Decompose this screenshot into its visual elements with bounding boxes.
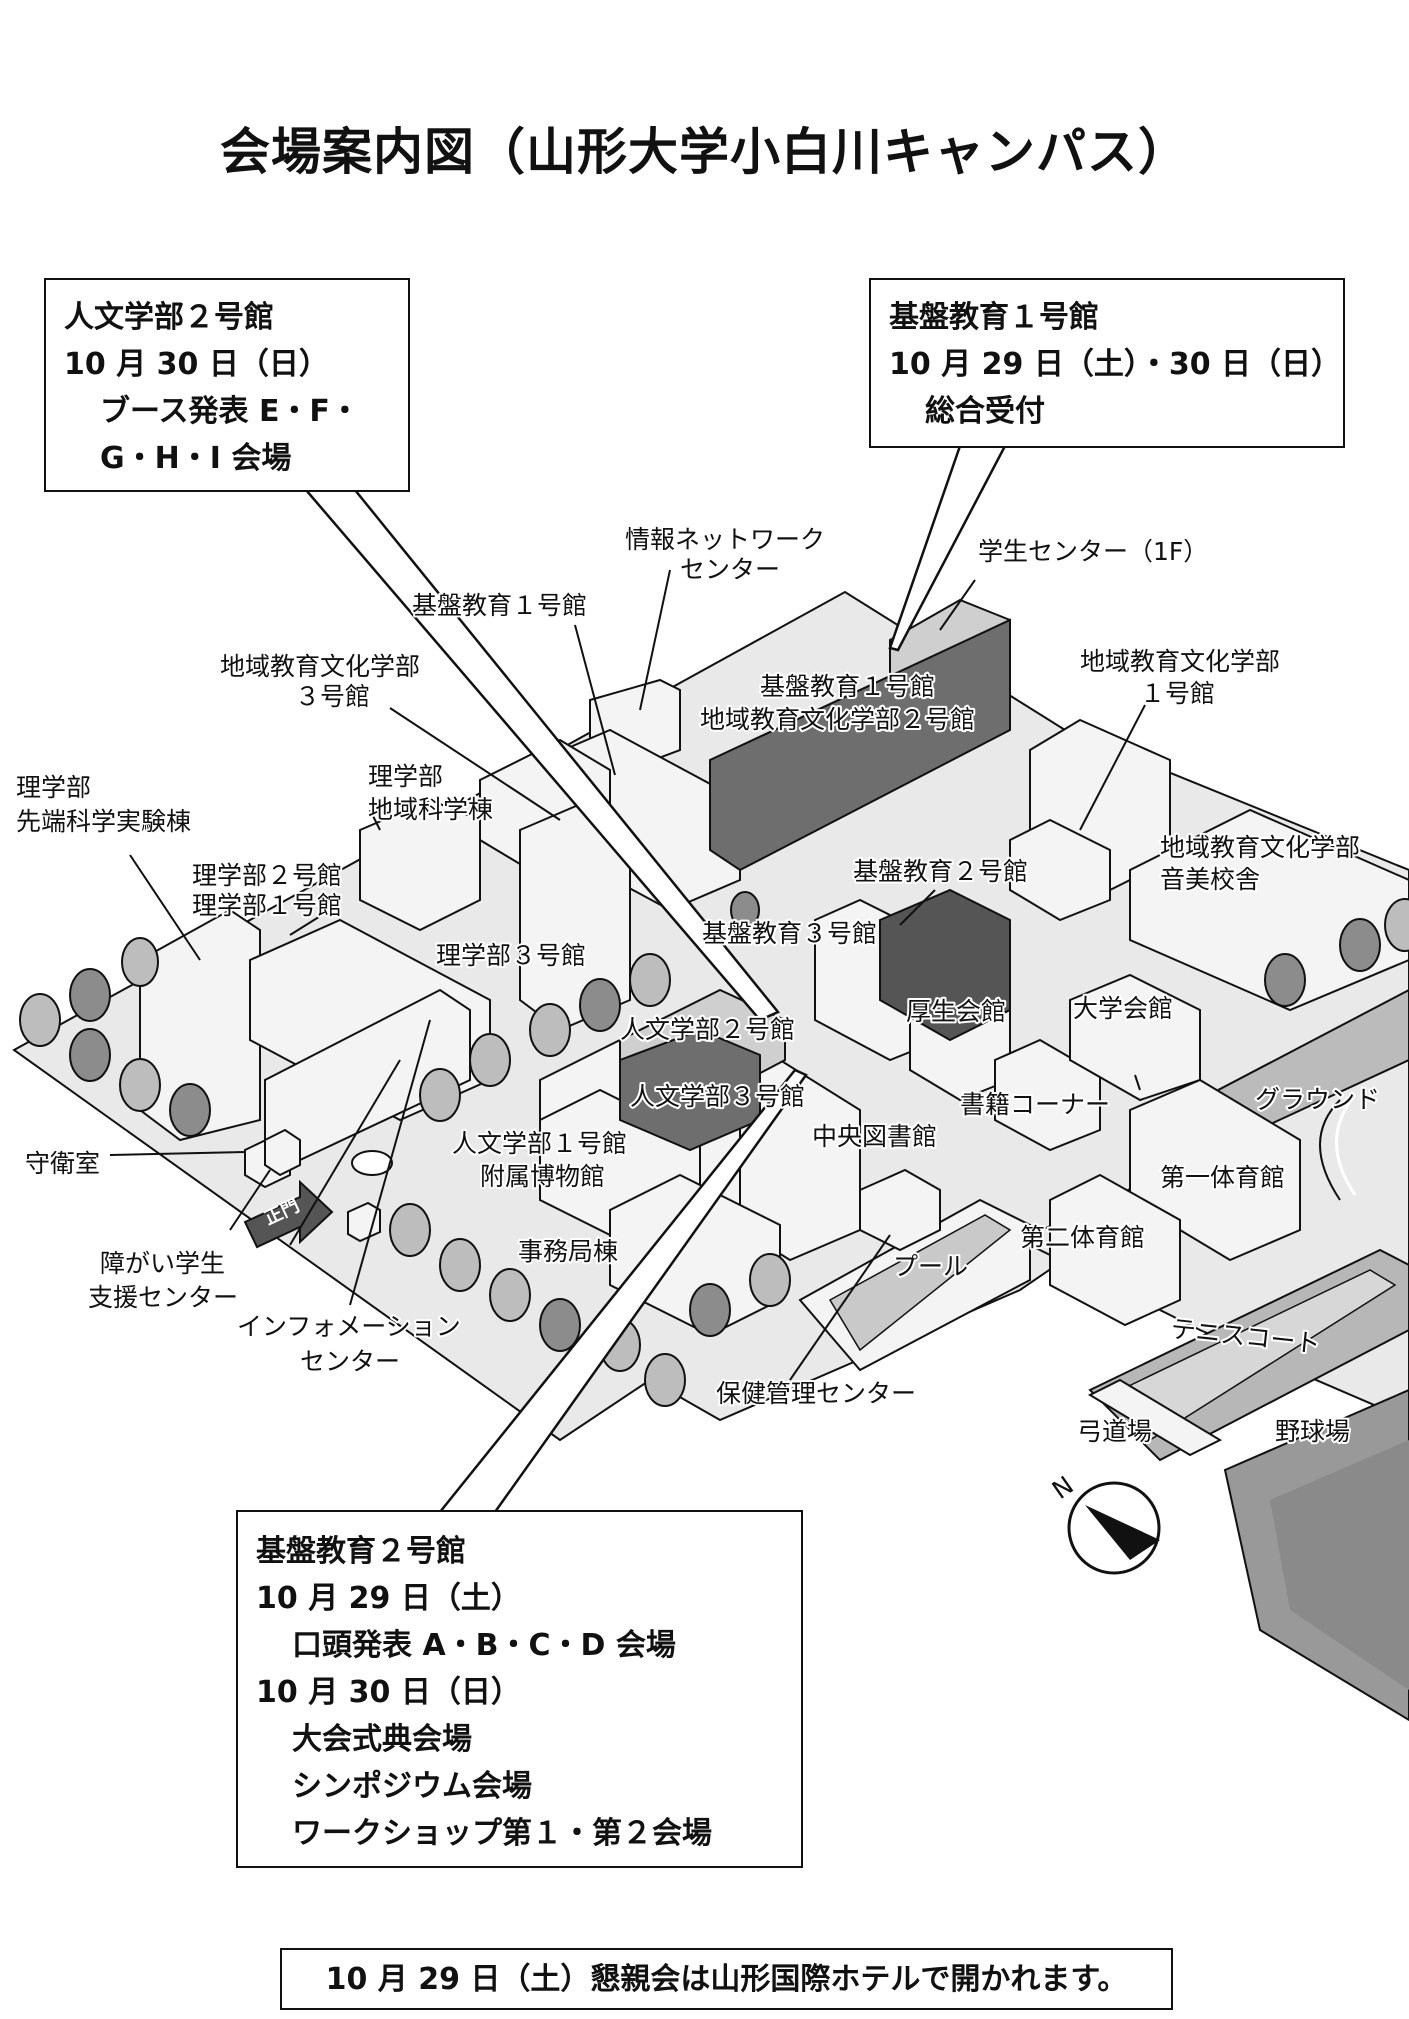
trees	[19, 891, 1409, 1407]
building-kiban1-main	[709, 618, 1011, 872]
label-kyudo: 弓道場	[1077, 1417, 1152, 1446]
label-kosei: 厚生会館	[906, 997, 1006, 1026]
callout-kiban1-line1: 基盤教育１号館	[889, 300, 1099, 335]
main-gate-arrow	[243, 1179, 334, 1249]
label-info-2: センター	[300, 1347, 400, 1376]
building-daini-tai	[1049, 1173, 1181, 1327]
label-shogai-2: 支援センター	[88, 1283, 238, 1312]
label-ground: グラウンド	[1255, 1085, 1380, 1114]
building-hoken	[859, 1168, 941, 1252]
callout-kiban1-line2: 10 月 29 日（土）・30 日（日）	[889, 347, 1342, 382]
callout-jinbun2: 人文学部２号館 10 月 30 日（日） ブース発表 E・F・ G・H・I 会場	[44, 278, 410, 492]
footer-note: 10 月 29 日（土）懇親会は山形国際ホテルで開かれます。	[280, 1948, 1173, 2010]
building-rigaku-chiiki	[359, 798, 481, 932]
label-daiichi-tai: 第一体育館	[1160, 1163, 1285, 1192]
label-rigaku-sentan-2: 先端科学実験棟	[16, 807, 191, 836]
kyudo-field	[1087, 1378, 1223, 1457]
leader-lines	[109, 569, 1146, 1381]
callout-jinbun2-line1: 人文学部２号館	[64, 300, 274, 335]
label-shueishitsu: 守衛室	[25, 1149, 100, 1178]
label-chiiki3-2: ３号館	[295, 682, 370, 711]
page-title: 会場案内図（山形大学小白川キャンパス）	[220, 123, 1189, 181]
callout-kiban2-line7: ワークショップ第１・第２会場	[292, 1816, 712, 1851]
callout-kiban2: 基盤教育２号館 10 月 29 日（土） 口頭発表 A・B・C・D 会場 10 …	[236, 1510, 803, 1868]
label-rigaku-chiiki-1: 理学部	[368, 762, 443, 791]
north-label: N	[1047, 1470, 1079, 1504]
label-rigaku3: 理学部３号館	[436, 941, 586, 970]
label-chiiki-ongaku-2: 音美校舎	[1160, 865, 1260, 894]
fountain	[351, 1150, 393, 1176]
label-info-1: インフォメーション	[237, 1312, 461, 1341]
callout-jinbun2-line4: G・H・I 会場	[100, 441, 292, 476]
label-joho-2: センター	[680, 555, 780, 584]
label-jinbun2-small: 人文学部２号館	[620, 1015, 795, 1044]
callout-jinbun2-line2: 10 月 30 日（日）	[64, 347, 329, 382]
callout-kiban2-line3: 口頭発表 A・B・C・D 会場	[292, 1628, 676, 1663]
label-pool: プール	[893, 1252, 968, 1281]
building-chiiki1-front	[1009, 818, 1111, 922]
label-kiban1-chiiki2-1: 基盤教育１号館	[760, 672, 935, 701]
label-hoken: 保健管理センター	[716, 1379, 916, 1408]
building-shogai	[264, 1128, 301, 1177]
label-daigaku: 大学会館	[1073, 994, 1173, 1023]
label-joho-1: 情報ネットワーク	[625, 525, 825, 554]
label-chiiki1-2: １号館	[1140, 679, 1215, 708]
callout-kiban2-line6: シンポジウム会場	[292, 1769, 532, 1804]
ground-track	[1319, 1099, 1341, 1201]
label-rigaku1: 理学部１号館	[192, 891, 342, 920]
callout-kiban2-line2: 10 月 29 日（土）	[256, 1581, 521, 1616]
label-shoseki: 書籍コーナー	[960, 1090, 1110, 1119]
label-shogai-1: 障がい学生	[100, 1249, 225, 1278]
label-jinbun1-1: 人文学部１号館	[452, 1129, 627, 1158]
label-chiiki3-1: 地域教育文化学部	[220, 652, 420, 681]
building-info	[347, 1201, 381, 1243]
label-kiban1-chiiki2-2: 地域教育文化学部２号館	[700, 705, 975, 734]
label-rigaku-chiiki-2: 地域科学棟	[368, 795, 493, 824]
label-yakyu: 野球場	[1275, 1417, 1350, 1446]
callout-kiban2-line4: 10 月 30 日（日）	[256, 1675, 521, 1710]
callout-kiban1: 基盤教育１号館 10 月 29 日（土）・30 日（日） 総合受付	[869, 278, 1345, 448]
label-jimukyoku: 事務局棟	[518, 1237, 618, 1266]
callout-jinbun2-line3: ブース発表 E・F・	[100, 394, 360, 429]
label-chiiki1-1: 地域教育文化学部	[1080, 647, 1280, 676]
label-chuo-tosho: 中央図書館	[812, 1122, 937, 1151]
callout-kiban2-line5: 大会式典会場	[292, 1722, 472, 1757]
building-shoseki	[994, 1038, 1101, 1152]
compass-needle	[1085, 1505, 1160, 1560]
building-kiban2	[879, 888, 1011, 1042]
label-jinbun1-2: 附属博物館	[480, 1162, 605, 1191]
callout-kiban1-line3: 総合受付	[925, 394, 1045, 429]
label-kiban1-small: 基盤教育１号館	[412, 591, 587, 620]
label-jinbun3: 人文学部３号館	[630, 1082, 805, 1111]
label-rigaku2: 理学部２号館	[192, 861, 342, 890]
label-kiban2-small: 基盤教育２号館	[853, 857, 1028, 886]
building-ongaku	[1129, 808, 1409, 1012]
label-kiban3: 基盤教育３号館	[702, 919, 877, 948]
label-rigaku-sentan-1: 理学部	[16, 773, 91, 802]
callout-kiban2-line1: 基盤教育２号館	[256, 1534, 466, 1569]
label-daini-tai: 第二体育館	[1020, 1223, 1145, 1252]
label-chiiki-ongaku-1: 地域教育文化学部	[1160, 833, 1360, 862]
label-gakusei: 学生センター（1F）	[978, 537, 1208, 566]
